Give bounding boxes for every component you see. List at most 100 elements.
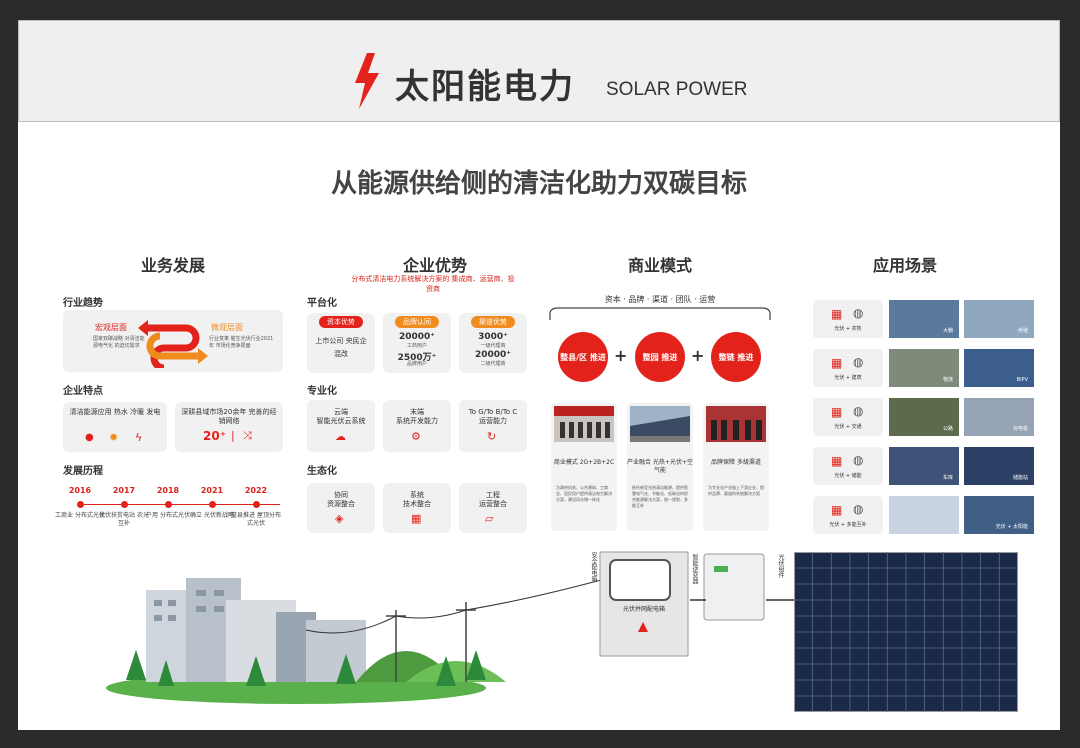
factory-roof-photo bbox=[630, 406, 690, 442]
macro-title: 宏观层面 bbox=[95, 323, 127, 332]
application-icon-card: ▦◍光伏 + 农牧 bbox=[813, 300, 883, 338]
model-panel-2-desc: 依托新型光热清洁能源，提供智慧电气化、节能化、低碳化的综合能源解决方案，统一规划… bbox=[632, 485, 688, 508]
application-icon-card: ▦◍光伏 + 交通 bbox=[813, 398, 883, 436]
application-photo: 光伏 + 太阳能 bbox=[964, 496, 1034, 534]
timeline-dot bbox=[121, 501, 128, 508]
application-icon-label: 光伏 + 建筑 bbox=[834, 375, 862, 381]
brand-tag: 品牌认同 bbox=[395, 316, 439, 328]
capital-tag: 资本优势 bbox=[319, 316, 363, 328]
micro-desc: 行业变革 催生光伏行业2021年 市场化竞争局面 bbox=[209, 336, 274, 349]
plus-icon: + bbox=[614, 346, 628, 365]
channel-num2-sub: 二级代理商 bbox=[480, 361, 506, 367]
timeline-dot bbox=[253, 501, 260, 508]
pro-card-cloud: 云端 智能光伏云系统 ☁ bbox=[307, 400, 375, 452]
group-photo bbox=[554, 406, 614, 442]
model-panel-3: 品牌保障 多级渠道 为专业化产业链上下游企业、提供品牌、渠道的系统解决方案 bbox=[703, 403, 769, 531]
water-drop-icon: ● bbox=[85, 432, 94, 443]
application-photo: BIPV bbox=[964, 349, 1034, 387]
application-icon-label: 光伏 + 多能互补 bbox=[829, 522, 867, 528]
grid-icon: ▦ bbox=[411, 512, 422, 525]
pro-ops-title: To G/To B/To C bbox=[468, 408, 518, 416]
model-panel-2: 产业融合 光热+光伏+空气能 依托新型光热清洁能源，提供智慧电气化、节能化、低碳… bbox=[627, 403, 693, 531]
pro-card-ops: To G/To B/To C 运营能力 ↻ bbox=[459, 400, 527, 452]
circle-park: 整园 推进 bbox=[635, 332, 685, 382]
photo-caption: 光伏 + 太阳能 bbox=[995, 524, 1028, 530]
photo-caption: 车库 bbox=[942, 475, 953, 481]
solar-icon: ▦ bbox=[831, 503, 843, 517]
pro-ops-text: 运营能力 bbox=[479, 417, 507, 425]
feature2-text: 深耕县域市场20余年 完善的经销网络 bbox=[181, 408, 277, 425]
application-photo: 公路 bbox=[889, 398, 959, 436]
panel-icon: ▱ bbox=[485, 512, 494, 525]
application-photo: 物流 bbox=[889, 349, 959, 387]
application-photo bbox=[889, 496, 959, 534]
timeline-desc: 光伏扶贫电站 农光互补 bbox=[99, 512, 149, 527]
application-icon-card: ▦ ◍ 光伏 + 多能互补 bbox=[813, 496, 883, 534]
photo-caption: BIPV bbox=[1016, 377, 1028, 383]
scene-icon: ◍ bbox=[853, 306, 864, 320]
photo-caption: 储能站 bbox=[1012, 475, 1028, 481]
advantage-subtitle: 分布式清洁电力系统解决方案的 集成商、运营商、投资商 bbox=[351, 275, 515, 293]
pro-card-end: 末端 系统开发能力 ⚙ bbox=[383, 400, 451, 452]
application-icon-card: ▦◍光伏 + 储能 bbox=[813, 447, 883, 485]
box-label: 安全配电箱 bbox=[590, 552, 597, 582]
cloud-icon: ☁ bbox=[335, 430, 346, 443]
brand-num2-sub: 品牌用户 bbox=[406, 361, 427, 367]
trend-card: 宏观层面 国家双碳战略 对清洁能源电气化 的迫切需求 微观层面 行业变革 催生光… bbox=[63, 310, 283, 372]
application-icon-label: 光伏 + 交通 bbox=[834, 424, 862, 430]
application-row: ▦◍光伏 + 建筑物流 BIPV bbox=[813, 349, 1035, 387]
brand-num1: 20000⁺ bbox=[398, 332, 436, 342]
trend-label: 行业趋势 bbox=[63, 298, 103, 309]
feature-card-1: 清洁能源应用 热水 冷暖 发电 ● ✹ ϟ bbox=[63, 402, 167, 452]
pro-label: 专业化 bbox=[307, 386, 337, 397]
photo-caption: 物流 bbox=[942, 377, 953, 383]
network-icon: ⤨ bbox=[243, 429, 252, 442]
eco-label: 生态化 bbox=[307, 466, 337, 477]
solar-icon: ▦ bbox=[831, 307, 843, 321]
feature1-text: 清洁能源应用 热水 冷暖 发电 bbox=[69, 408, 161, 416]
lightning-icon bbox=[355, 53, 379, 109]
poster: 太阳能电力 SOLAR POWER 从能源供给侧的清洁化助力双碳目标 业务发展 … bbox=[18, 20, 1060, 730]
timeline-dot bbox=[77, 501, 84, 508]
header-bar: 太阳能电力 SOLAR POWER bbox=[18, 20, 1060, 122]
feature-label: 企业特点 bbox=[63, 386, 103, 397]
platform-card-brand: 品牌认同 20000⁺ 工商用户 2500万⁺ 品牌用户 bbox=[383, 313, 451, 373]
timeline-desc: 整县推进 屋顶分布式光伏 bbox=[231, 512, 281, 527]
application-photo: 储能站 bbox=[964, 447, 1034, 485]
application-row: ▦◍光伏 + 储能车库 储能站 bbox=[813, 447, 1035, 485]
scene-icon: ◍ bbox=[853, 502, 864, 516]
circle-chain: 整链 推进 bbox=[711, 332, 761, 382]
photo-caption: 公路 bbox=[942, 426, 953, 432]
platform-label: 平台化 bbox=[307, 298, 337, 309]
circle-county: 整县/区 推进 bbox=[558, 332, 608, 382]
brand-num2: 2500万⁺ bbox=[397, 353, 437, 363]
timeline-year: 2016 bbox=[68, 486, 92, 495]
solar-icon: ▦ bbox=[831, 454, 843, 468]
model-elements: 资本 · 品牌 · 渠道 · 团队 · 运营 bbox=[604, 295, 716, 304]
model-panel-1-desc: 为政府机关、公共建筑、工商业、居民用户提供清洁电力解决方案，建设风光储一体化 bbox=[556, 485, 612, 502]
timeline-line bbox=[80, 504, 280, 505]
panel-label: 光伏组件 bbox=[777, 554, 784, 578]
main-title: 从能源供给侧的清洁化助力双碳目标 bbox=[330, 169, 747, 199]
eco-card-system: 系统 技术整合 ▦ bbox=[383, 483, 451, 533]
cycle-icon: ↻ bbox=[487, 430, 497, 443]
model-panel-3-title: 品牌保障 多级渠道 bbox=[711, 459, 761, 466]
channel-num1-sub: 一级代理商 bbox=[480, 343, 506, 349]
feature2-number: 20⁺ bbox=[203, 429, 227, 443]
timeline-year: 2017 bbox=[112, 486, 136, 495]
header-title: 太阳能电力 bbox=[395, 67, 575, 107]
box-text: 光伏并网配电箱 bbox=[622, 606, 665, 613]
photo-caption: 充电桩 bbox=[1012, 426, 1028, 432]
eco-card-synergy: 协同 资源整合 ◈ bbox=[307, 483, 375, 533]
divider: | bbox=[231, 429, 235, 442]
inverter bbox=[703, 553, 765, 621]
application-photo: 充电桩 bbox=[964, 398, 1034, 436]
model-panel-1-title: 商业模式 2G+2B+2C bbox=[553, 459, 615, 466]
application-icon-card: ▦◍光伏 + 建筑 bbox=[813, 349, 883, 387]
model-panel-2-title: 产业融合 光热+光伏+空气能 bbox=[627, 459, 693, 474]
pro-end-title: 末端 bbox=[410, 408, 424, 416]
solar-panel bbox=[794, 552, 1018, 712]
eco-system-text: 技术整合 bbox=[403, 500, 431, 508]
header-subtitle: SOLAR POWER bbox=[606, 79, 748, 100]
solar-icon: ▦ bbox=[831, 405, 843, 419]
